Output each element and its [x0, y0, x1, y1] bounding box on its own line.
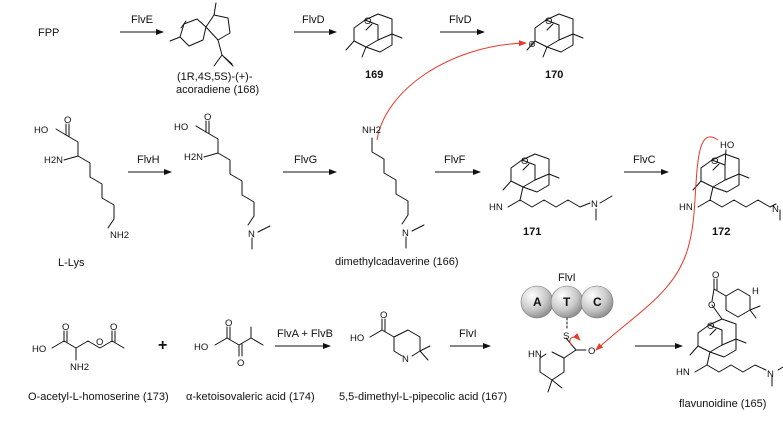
ketoisovaleric-acid-ho: HO — [194, 342, 208, 353]
dimethyllysine-h2n: H2N — [184, 152, 203, 163]
thioester-nh: HN — [528, 349, 542, 360]
esterification-arrow — [595, 136, 719, 351]
dimethylcadaverine-nh2: NH2 — [362, 125, 381, 136]
lysine-h2n: H2N — [44, 155, 63, 166]
enzyme-flvd-2-label: FlvD — [449, 14, 472, 26]
ketoisovaleric-acid-o1: O — [225, 318, 232, 329]
enzyme-flvf-label: FlvF — [444, 154, 466, 166]
dimethylcadaverine-label: dimethylcadaverine (166) — [335, 256, 459, 268]
plus-sign: + — [158, 337, 167, 354]
compound-172-hydroxyl: HO — [720, 140, 734, 151]
ketoisovaleric-acid-structure — [214, 326, 264, 357]
dimethylcadaverine-n: N — [402, 228, 409, 239]
lysine-o: O — [64, 115, 71, 126]
o-acetylhomoserine-o1: O — [62, 322, 69, 333]
compound-172-structure — [692, 149, 781, 221]
flavunoidine-ester-o: O — [708, 300, 715, 311]
dimethyllysine-ho: HO — [174, 122, 188, 133]
compound-172-oxygen: O — [711, 156, 718, 167]
flavunoidine-ether-o: O — [707, 321, 714, 332]
compound-170-structure — [526, 13, 584, 58]
compound-170-oxygen: O — [545, 16, 552, 27]
lysine-label: L-Lys — [58, 257, 85, 269]
flvi-module-title: FlvI — [558, 272, 576, 284]
enzyme-flvg-label: FlvG — [294, 154, 317, 166]
thioester-sulfur: S — [563, 331, 569, 342]
flavunoidine-n: N — [767, 369, 774, 380]
carbonyl-arrow — [569, 332, 581, 347]
compound-171-hn: HN — [489, 202, 503, 213]
thioester-intermediate-structure — [539, 317, 587, 393]
fpp-label: FPP — [38, 27, 59, 39]
dimethylpipecolic-acid-nh: N — [402, 354, 409, 365]
dimethyllysine-n: N — [248, 229, 255, 240]
nucleophilic-attack-arrow-1 — [376, 40, 527, 141]
compound-171-oxygen: O — [521, 156, 528, 167]
compound-169-oxygen: O — [364, 16, 371, 27]
flavunoidine-label: flavunoidine (165) — [679, 398, 766, 410]
dimethylpipecolic-acid-structure — [369, 318, 431, 361]
dimethylpipecolic-acid-o: O — [380, 310, 387, 321]
enzyme-flvi-label: FlvI — [459, 328, 477, 340]
o-acetylhomoserine-o2: O — [96, 337, 103, 348]
domain-c-label: C — [593, 295, 602, 309]
compound-172-number: 172 — [712, 226, 730, 238]
compound-170-cation: ⊕ — [528, 39, 536, 50]
enzyme-flvd-1-label: FlvD — [302, 14, 325, 26]
lysine-structure — [55, 123, 115, 229]
lysine-ho: HO — [34, 125, 48, 136]
dimethylpipecolic-acid-ho: HO — [350, 333, 364, 344]
compound-172-hn: HN — [679, 202, 693, 213]
enzyme-flvc-label: FlvC — [633, 154, 656, 166]
flavunoidine-structure — [689, 278, 783, 387]
compound-169-number: 169 — [365, 69, 383, 81]
compound-171-number: 171 — [523, 226, 541, 238]
compound-169-structure — [345, 13, 403, 58]
flavunoidine-carbonyl-o: O — [712, 270, 719, 281]
dimethylcadaverine-structure — [371, 137, 425, 249]
domain-a-label: A — [533, 295, 542, 309]
compound-172-n: N — [772, 204, 779, 215]
dimethyllysine-structure — [195, 120, 271, 250]
acoradiene-label-line2: acoradiene (168) — [176, 84, 259, 96]
o-acetylhomoserine-o3: O — [110, 322, 117, 333]
ketoisovaleric-acid-o2: O — [237, 358, 244, 369]
ketoisovaleric-acid-label: α-ketoisovaleric acid (174) — [186, 391, 315, 403]
acoradiene-structure — [169, 2, 234, 67]
compound-171-n: N — [591, 199, 598, 210]
o-acetylhomoserine-label: O-acetyl-L-homoserine (173) — [28, 391, 169, 403]
compound-170-number: 170 — [545, 69, 563, 81]
o-acetylhomoserine-ho: HO — [32, 344, 46, 355]
lysine-nh2: NH2 — [110, 230, 129, 241]
enzyme-flve-label: FlvE — [131, 14, 153, 26]
o-acetylhomoserine-structure — [51, 330, 125, 361]
dimethyllysine-o: O — [204, 112, 211, 123]
compound-171-structure — [502, 153, 613, 221]
flavunoidine-nh: H — [752, 286, 759, 297]
nrps-domains — [520, 285, 614, 319]
flavunoidine-hn: HN — [676, 367, 690, 378]
condensation-domain — [580, 285, 614, 319]
enzyme-flvh-label: FlvH — [137, 154, 160, 166]
acoradiene-label-line1: (1R,4S,5S)-(+)- — [177, 71, 253, 83]
enzyme-flva-flvb-label: FlvA + FlvB — [277, 328, 333, 340]
o-acetylhomoserine-nh2: NH2 — [70, 362, 89, 373]
thioester-oxygen: O — [588, 346, 595, 357]
domain-t-label: T — [563, 295, 571, 309]
dimethylpipecolic-acid-label: 5,5-dimethyl-L-pipecolic acid (167) — [339, 391, 507, 403]
